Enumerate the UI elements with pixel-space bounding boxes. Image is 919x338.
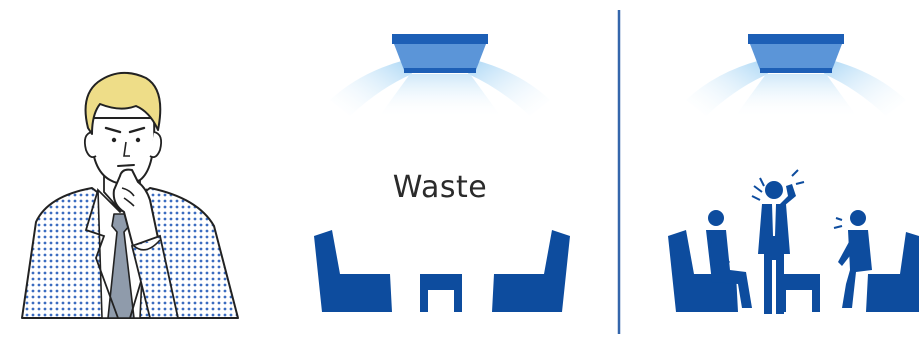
armchair-left (314, 230, 392, 312)
side-table (778, 274, 820, 312)
empty-room-furniture (314, 230, 570, 312)
armchair-right (866, 232, 919, 312)
ac-panel (394, 44, 486, 70)
ac-unit-occupied-room (686, 34, 906, 118)
thinking-man-figure (22, 73, 238, 318)
ac-body (392, 34, 488, 44)
seated-person-right (834, 210, 872, 308)
occupied-room-scene (668, 170, 919, 314)
waste-label: Waste (355, 170, 525, 205)
armchair-right (492, 230, 570, 312)
ac-panel (750, 44, 842, 70)
ac-unit-empty-room (330, 34, 550, 118)
standing-person-phone (752, 170, 804, 314)
ac-body (748, 34, 844, 44)
side-table-left (420, 274, 462, 312)
